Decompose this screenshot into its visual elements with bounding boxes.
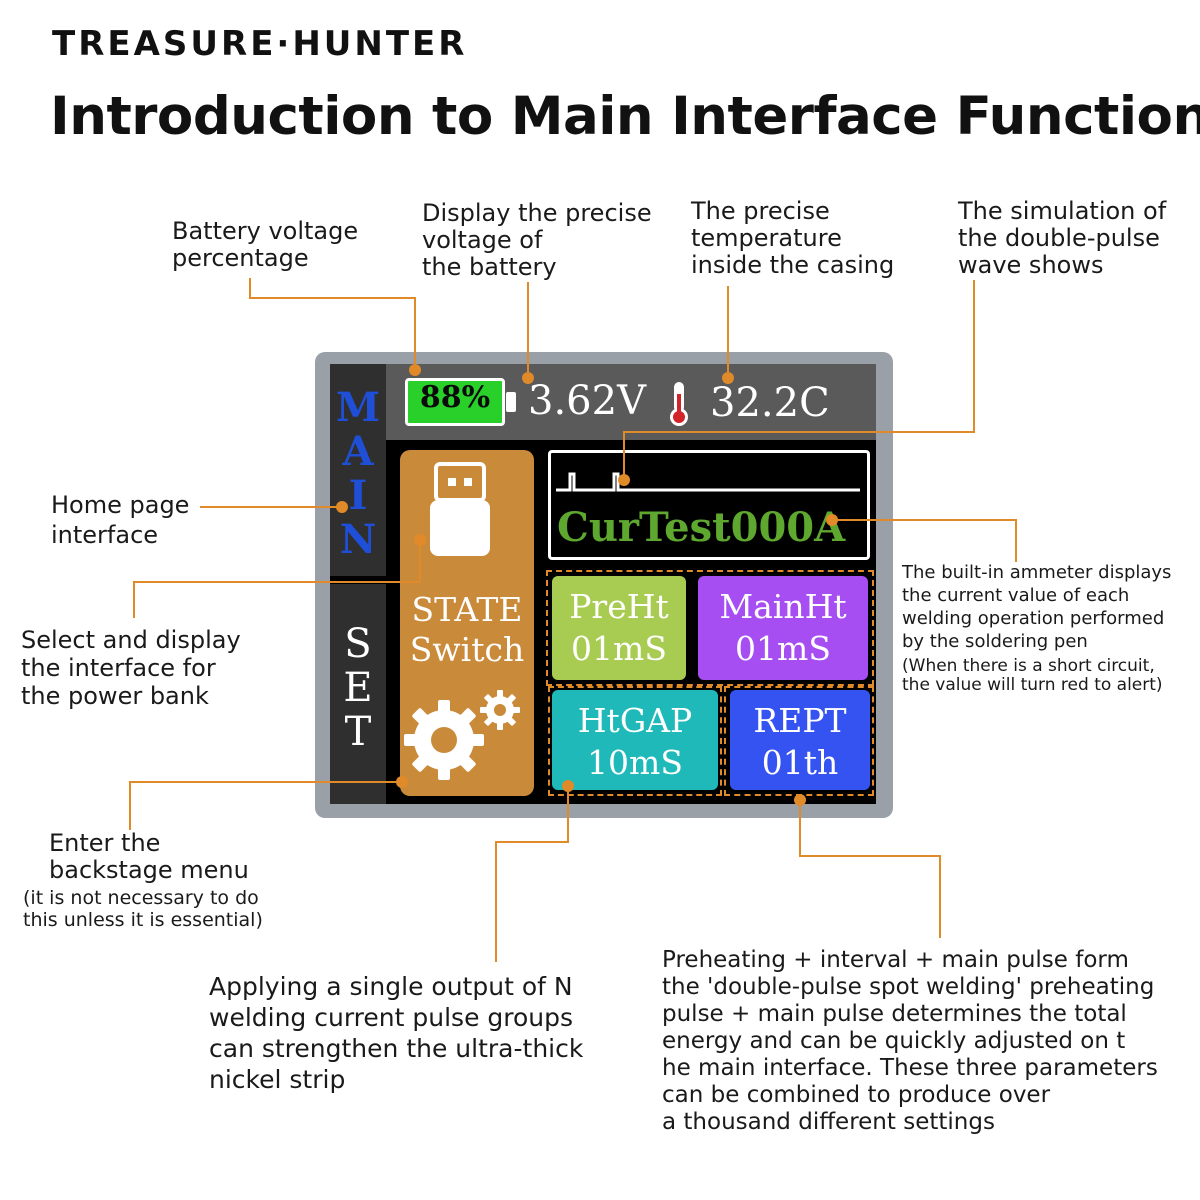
annotation-ammeter: The built-in ammeter displays the curren… [902,562,1172,652]
annotation-home-page: Home page interface [51,491,190,549]
annotation-battery-percentage: Battery voltage percentage [172,217,359,272]
annotation-pulse-groups: Applying a single output of N welding cu… [209,972,584,1094]
usb-drive-icon [428,462,492,558]
main-heat-tile[interactable]: MainHt 01mS [698,576,868,680]
waveform-display [548,450,870,560]
temperature-readout: 32.2C [710,380,830,426]
annotation-ammeter-note: (When there is a short circuit, the valu… [902,656,1163,695]
brand-logo: TREASURE·HUNTER [52,24,468,64]
battery-tip [506,392,516,412]
double-pulse-wave [556,466,862,496]
annotation-power-bank: Select and display the interface for the… [21,626,241,710]
tab-set-label: S E T [343,621,373,755]
tab-main-label: M A I N [335,384,381,563]
annotation-battery-voltage: Display the precise voltage of the batte… [422,199,652,281]
battery-indicator [405,378,505,426]
battery-percentage: 88% [419,380,491,415]
annotation-double-pulse-settings: Preheating + interval + main pulse form … [662,947,1158,1135]
repeat-count-tile[interactable]: REPT 01th [730,690,870,790]
battery-voltage: 3.62V [528,378,646,424]
preheat-tile[interactable]: PreHt 01mS [552,576,686,680]
annotation-temperature: The precise temperature inside the casin… [691,197,895,279]
tab-set[interactable] [330,584,386,804]
preheat-main-group [546,570,874,686]
thermometer-icon [662,380,696,428]
heat-gap-tile[interactable]: HtGAP 10mS [552,690,718,790]
gap-group [548,686,722,796]
annotation-backstage-menu: Enter the backstage menu [49,829,249,884]
page-title: Introduction to Main Interface Functions [50,86,1200,147]
gear-icon[interactable] [402,688,526,784]
tab-main[interactable] [330,364,386,576]
current-readout: CurTest000A [557,504,846,551]
annotation-backstage-note: (it is not necessary to do this unless i… [23,887,263,931]
state-switch-label: STATE Switch [409,590,525,669]
annotation-double-pulse-wave: The simulation of the double-pulse wave … [958,197,1167,279]
